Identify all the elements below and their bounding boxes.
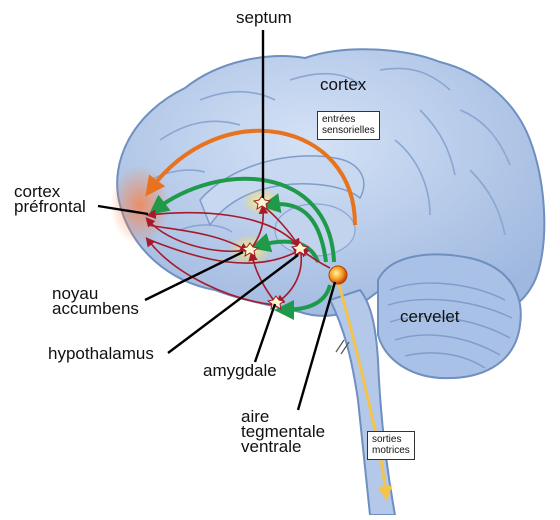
box-entrees-sensorielles: entrées sensorielles [317,111,380,140]
label-cervelet: cervelet [400,309,460,324]
label-cortex-prefrontal: cortex préfrontal [14,184,86,214]
vta-node [329,266,347,284]
label-amygdale: amygdale [203,363,277,378]
label-aire-tegmentale-ventrale: aire tegmentale ventrale [241,409,325,454]
label-noyau-accumbens: noyau accumbens [52,286,139,316]
box-sorties-motrices: sorties motrices [367,431,415,460]
amygdala-callout [255,304,275,362]
label-septum: septum [236,10,292,25]
label-hypothalamus: hypothalamus [48,346,154,361]
label-cortex: cortex [320,77,366,92]
